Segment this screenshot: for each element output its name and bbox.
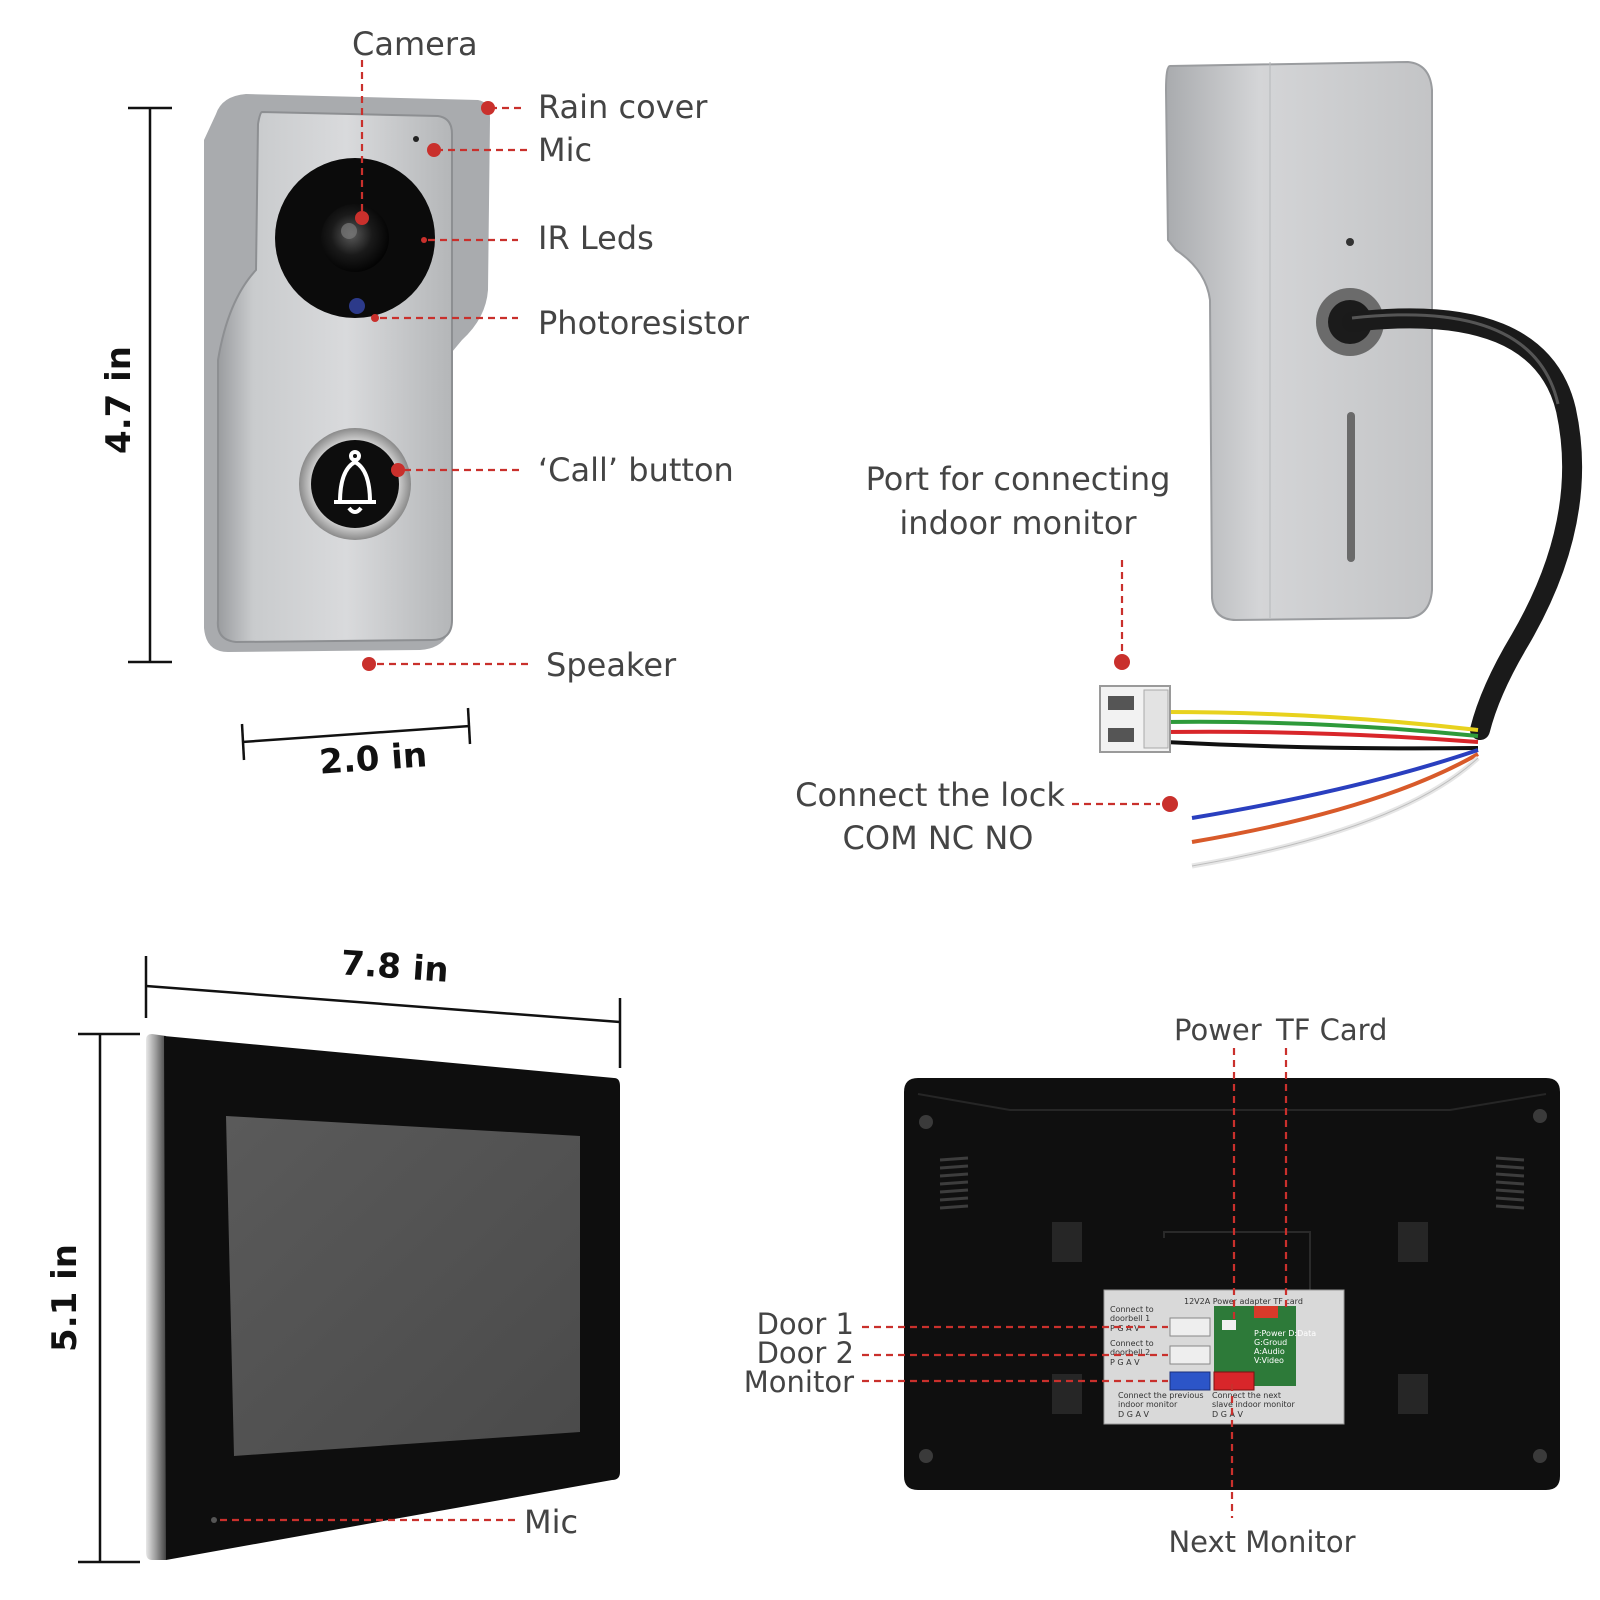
monitor-back-callouts (862, 1048, 1288, 1518)
doorbell-cable (1342, 308, 1583, 740)
monitor-label: Monitor (744, 1365, 854, 1399)
wire-connector (1099, 685, 1171, 753)
doorbell-wires (1099, 685, 1480, 869)
monitor-port (1169, 1371, 1211, 1391)
wiring-panel: 12V2A Power adapter TF card Connect to d… (1103, 1289, 1345, 1425)
panel-prev-text-1: Connect the previous (1118, 1391, 1204, 1400)
panel-prev-pins: D G A V (1118, 1410, 1149, 1419)
doorbell-back-callouts (1072, 560, 1178, 812)
door2-label: Door 2 (757, 1336, 854, 1370)
door1-label: Door 1 (757, 1307, 854, 1341)
monitor-front-callouts: Mic (220, 1503, 578, 1541)
monitor-back-labels: Power TF Card Door 1 Door 2 Monitor Next… (744, 1013, 1388, 1559)
doorbell-back (1164, 60, 1583, 740)
call-button-label: ‘Call’ button (538, 451, 734, 489)
monitor-height-dimension: 5.1 in (45, 1032, 140, 1564)
panel-legend-1: P:Power D:Data (1254, 1329, 1316, 1338)
doorbell-height-label: 4.7 in (99, 346, 139, 454)
doorbell-height-dimension: 4.7 in (99, 106, 172, 664)
screw (1533, 1109, 1547, 1123)
panel-door2-pins: P G A V (1110, 1358, 1140, 1367)
monitor-mic-hole (211, 1517, 217, 1523)
next-monitor-port (1213, 1371, 1255, 1391)
panel-legend-3: A:Audio (1254, 1347, 1285, 1356)
panel-door2-text-1: Connect to (1110, 1339, 1154, 1348)
doorbell-width-label: 2.0 in (318, 735, 428, 782)
speaker-label: Speaker (546, 646, 677, 684)
monitor-screen (226, 1116, 580, 1456)
doorbell-front-callouts (355, 60, 532, 671)
doorbell-back-labels: Port for connecting indoor monitor Conne… (795, 460, 1170, 857)
panel-legend-2: G:Groud (1254, 1338, 1287, 1347)
photoresistor-sensor (349, 298, 365, 314)
monitor-front (146, 1034, 620, 1560)
port-label-line1: Port for connecting (866, 460, 1171, 498)
power-label: Power (1174, 1013, 1262, 1047)
doorbell-width-dimension: 2.0 in (240, 707, 472, 783)
bell-icon (334, 450, 376, 514)
camera-lens (321, 204, 389, 272)
panel-header: 12V2A Power adapter TF card (1184, 1297, 1303, 1306)
next-monitor-label: Next Monitor (1168, 1525, 1355, 1559)
mounting-hole (1346, 238, 1354, 246)
panel-legend-4: V:Video (1254, 1356, 1284, 1365)
panel-door1-pins: P G A V (1110, 1324, 1140, 1333)
doorbell-front-labels: Camera Rain cover Mic IR Leds Photoresis… (352, 25, 750, 684)
panel-door1-text-1: Connect to (1110, 1305, 1154, 1314)
ir-leds-label: IR Leds (538, 219, 654, 257)
monitor-mic-label: Mic (524, 1503, 578, 1541)
mic-hole (413, 136, 419, 142)
monitor-width-label: 7.8 in (340, 943, 450, 990)
door2-port (1169, 1345, 1211, 1365)
panel-door2-text-2: doorbell 2 (1110, 1348, 1150, 1357)
left-vent (939, 1156, 969, 1210)
panel-next-text-2: slave indoor monitor (1212, 1400, 1295, 1409)
monitor-edge (146, 1034, 166, 1560)
doorbell-front (204, 94, 490, 652)
lock-label-line2: COM NC NO (843, 819, 1034, 857)
lock-label-line1: Connect the lock (795, 776, 1065, 814)
monitor-back-housing (904, 1078, 1560, 1490)
photoresistor-label: Photoresistor (538, 304, 750, 342)
panel-door1-text-2: doorbell 1 (1110, 1314, 1150, 1323)
monitor-back: 12V2A Power adapter TF card Connect to d… (904, 1078, 1560, 1490)
door1-port (1169, 1317, 1211, 1337)
panel-next-pins: D G A V (1212, 1410, 1243, 1419)
screw (919, 1115, 933, 1129)
back-slot (1347, 412, 1355, 562)
panel-prev-text-2: indoor monitor (1118, 1400, 1178, 1409)
mic-label: Mic (538, 131, 592, 169)
camera-label: Camera (352, 25, 478, 63)
panel-next-text-1: Connect the next (1212, 1391, 1281, 1400)
port-label-line2: indoor monitor (899, 504, 1137, 542)
tf-card-label: TF Card (1275, 1013, 1387, 1047)
screw (1533, 1449, 1547, 1463)
screw (919, 1449, 933, 1463)
doorbell-back-shell (1164, 60, 1433, 622)
rain-cover-label: Rain cover (538, 88, 708, 126)
monitor-width-dimension: 7.8 in (144, 943, 622, 1068)
monitor-height-label: 5.1 in (45, 1244, 85, 1352)
right-vent (1495, 1156, 1525, 1210)
